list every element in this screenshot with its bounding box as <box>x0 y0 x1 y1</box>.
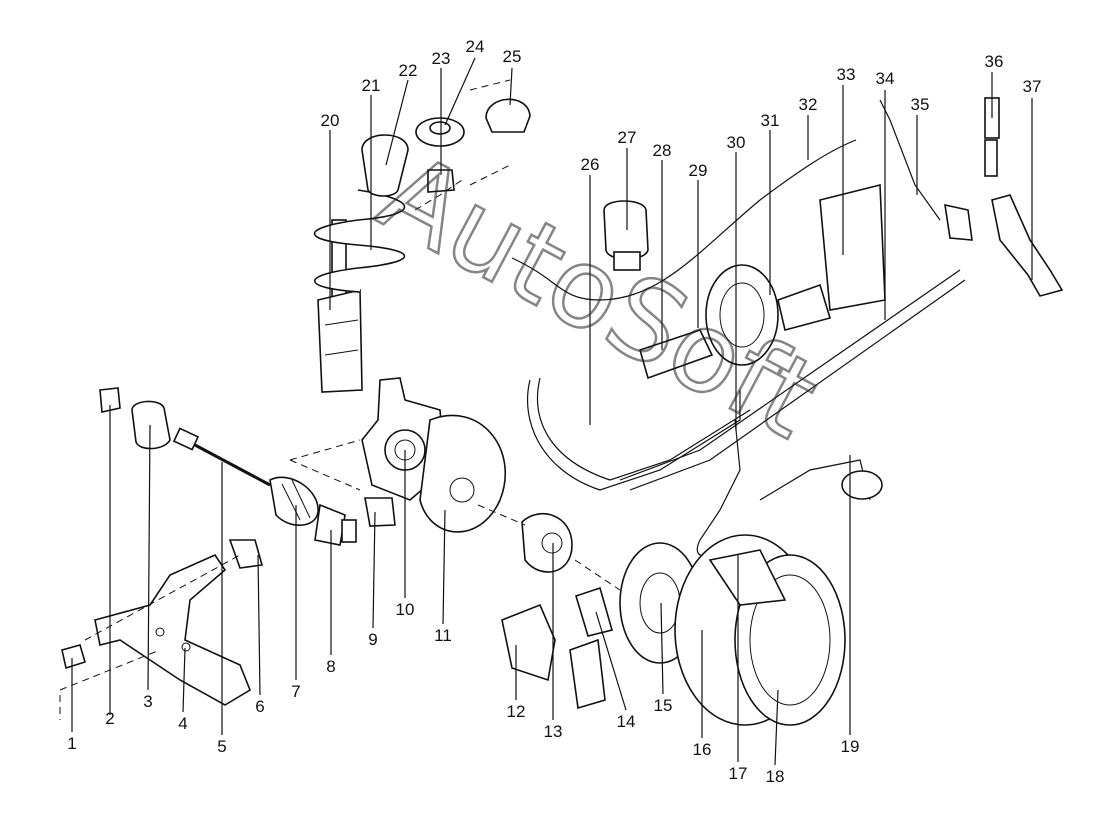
callout-11: 11 <box>434 626 452 645</box>
brake-drum <box>674 470 883 726</box>
callout-29: 29 <box>689 161 708 180</box>
callout-10: 10 <box>396 600 415 619</box>
callout-20: 20 <box>321 111 340 130</box>
callout-4: 4 <box>178 714 187 733</box>
callout-34: 34 <box>876 69 895 88</box>
callout-13: 13 <box>544 722 563 741</box>
brake-master-assembly <box>511 139 886 380</box>
leader-lines <box>71 57 1033 766</box>
strut-assembly <box>313 79 531 393</box>
callout-14: 14 <box>617 712 636 731</box>
callout-5: 5 <box>217 737 226 756</box>
callout-35: 35 <box>911 95 930 114</box>
callout-2: 2 <box>105 709 114 728</box>
callout-31: 31 <box>761 111 780 130</box>
callout-25: 25 <box>503 47 522 66</box>
callout-27: 27 <box>618 128 637 147</box>
callout-8: 8 <box>326 657 335 676</box>
callout-15: 15 <box>654 696 673 715</box>
callout-37: 37 <box>1023 77 1042 96</box>
brake-lines <box>526 269 966 557</box>
callout-17: 17 <box>729 764 748 783</box>
callout-26: 26 <box>581 155 600 174</box>
callout-24: 24 <box>466 37 485 56</box>
callout-23: 23 <box>432 49 451 68</box>
callout-9: 9 <box>368 630 377 649</box>
callout-1: 1 <box>67 734 76 753</box>
callout-16: 16 <box>693 740 712 759</box>
knuckle-and-backing-plate <box>289 377 506 533</box>
hub-caliper-disc <box>477 504 701 710</box>
lower-control-arm <box>59 387 396 720</box>
callout-labels: 1 2 3 4 5 6 7 8 9 10 11 12 13 14 15 16 1… <box>67 37 1041 786</box>
callout-36: 36 <box>985 52 1004 71</box>
callout-33: 33 <box>837 65 856 84</box>
callout-28: 28 <box>653 141 672 160</box>
callout-7: 7 <box>291 682 300 701</box>
callout-19: 19 <box>841 737 860 756</box>
callout-21: 21 <box>362 76 381 95</box>
callout-6: 6 <box>255 697 264 716</box>
callout-22: 22 <box>399 61 418 80</box>
drive-shaft <box>172 427 357 546</box>
callout-30: 30 <box>727 133 746 152</box>
callout-32: 32 <box>799 95 818 114</box>
callout-3: 3 <box>143 692 152 711</box>
callout-18: 18 <box>766 767 785 786</box>
callout-12: 12 <box>507 702 526 721</box>
pedal-assembly <box>879 97 1064 297</box>
